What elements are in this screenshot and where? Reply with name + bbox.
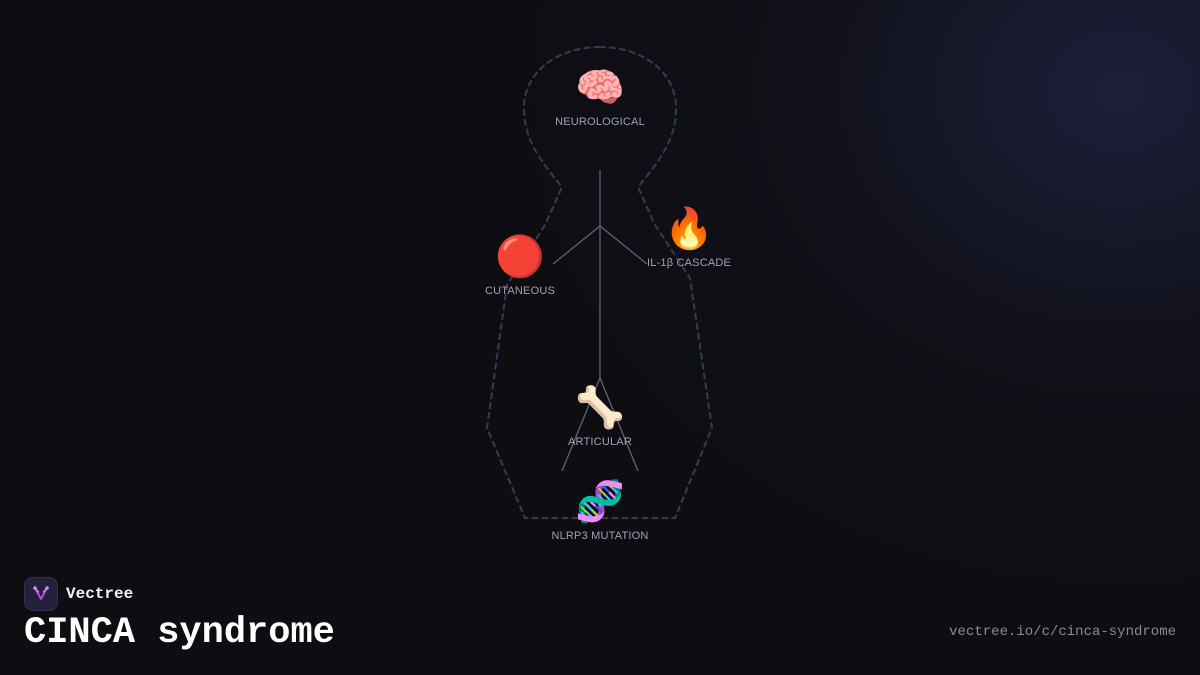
node-label: ARTICULAR	[568, 436, 632, 448]
brand-name: Vectree	[66, 585, 134, 603]
node-nlrp3-mutation: 🧬 NLRP3 MUTATION	[551, 478, 648, 542]
page-title: CINCA syndrome	[24, 612, 335, 654]
node-il1b-cascade: 🔥 IL-1β CASCADE	[647, 205, 731, 269]
red-circle-icon: 🔴	[495, 235, 545, 279]
node-label: NEUROLOGICAL	[555, 116, 645, 128]
brain-icon: 🧠	[575, 66, 625, 110]
node-label: IL-1β CASCADE	[646, 257, 732, 269]
dna-icon: 🧬	[575, 480, 625, 524]
bone-icon: 🦴	[575, 386, 625, 430]
page-url[interactable]: vectree.io/c/cinca-syndrome	[949, 624, 1176, 640]
node-label: CUTANEOUS	[484, 285, 556, 297]
node-articular: 🦴 ARTICULAR	[568, 384, 632, 448]
left-leg-line	[561, 377, 601, 472]
right-leg-line	[599, 377, 639, 472]
fire-icon: 🔥	[664, 207, 714, 251]
vectree-logo-icon	[24, 577, 58, 611]
right-arm-line	[599, 225, 648, 265]
brand[interactable]: Vectree	[24, 577, 133, 611]
node-cutaneous: 🔴 CUTANEOUS	[485, 233, 555, 297]
node-neurological: 🧠 NEUROLOGICAL	[555, 64, 645, 128]
left-arm-line	[552, 225, 601, 265]
node-label: NLRP3 MUTATION	[551, 530, 649, 542]
